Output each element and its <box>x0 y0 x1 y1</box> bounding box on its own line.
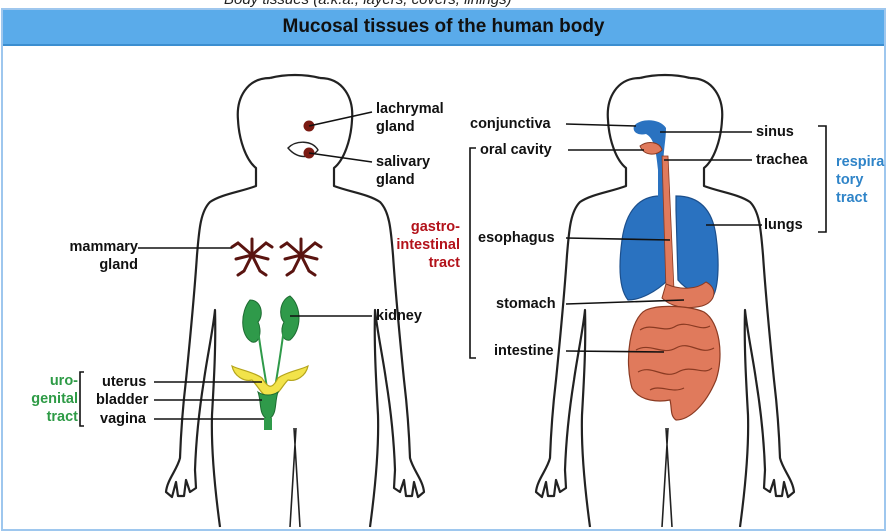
label-conjunctiva: conjunctiva <box>470 115 551 133</box>
label-intestine: intestine <box>494 342 554 360</box>
label-oral-cavity: oral cavity <box>480 141 552 159</box>
label-esophagus: esophagus <box>478 229 555 247</box>
label-respiratory-tract-text: respira tory tract <box>836 154 884 206</box>
label-trachea: trachea <box>756 151 808 169</box>
label-vagina: vagina <box>100 410 146 428</box>
label-bladder: bladder <box>96 391 148 409</box>
label-respiratory-tract: respira tory tract <box>836 153 884 207</box>
label-sinus: sinus <box>756 123 794 141</box>
mammary-glands-icon <box>232 239 321 275</box>
label-gastrointestinal-tract: gastro- intestinal tract <box>368 218 460 272</box>
label-stomach: stomach <box>496 295 556 313</box>
bladder-icon <box>258 392 278 420</box>
label-kidney: kidney <box>376 307 422 325</box>
label-lungs: lungs <box>764 216 803 234</box>
label-uterus: uterus <box>102 373 146 391</box>
label-urogenital-tract-text: uro- genital tract <box>31 373 78 425</box>
kidneys-icon <box>243 296 299 342</box>
label-lachrymal-gland-text: lachrymal gland <box>376 101 444 135</box>
label-mammary-gland: mammary gland <box>54 238 138 274</box>
label-urogenital-tract: uro- genital tract <box>20 372 78 426</box>
intestine-icon <box>628 306 720 420</box>
label-lachrymal-gland: lachrymal gland <box>376 100 444 136</box>
label-salivary-gland: salivary gland <box>376 153 430 189</box>
label-mammary-gland-text: mammary gland <box>69 239 138 273</box>
label-salivary-gland-text: salivary gland <box>376 154 430 188</box>
vagina-icon <box>264 418 272 430</box>
label-gastrointestinal-tract-text: gastro- intestinal tract <box>396 219 460 271</box>
